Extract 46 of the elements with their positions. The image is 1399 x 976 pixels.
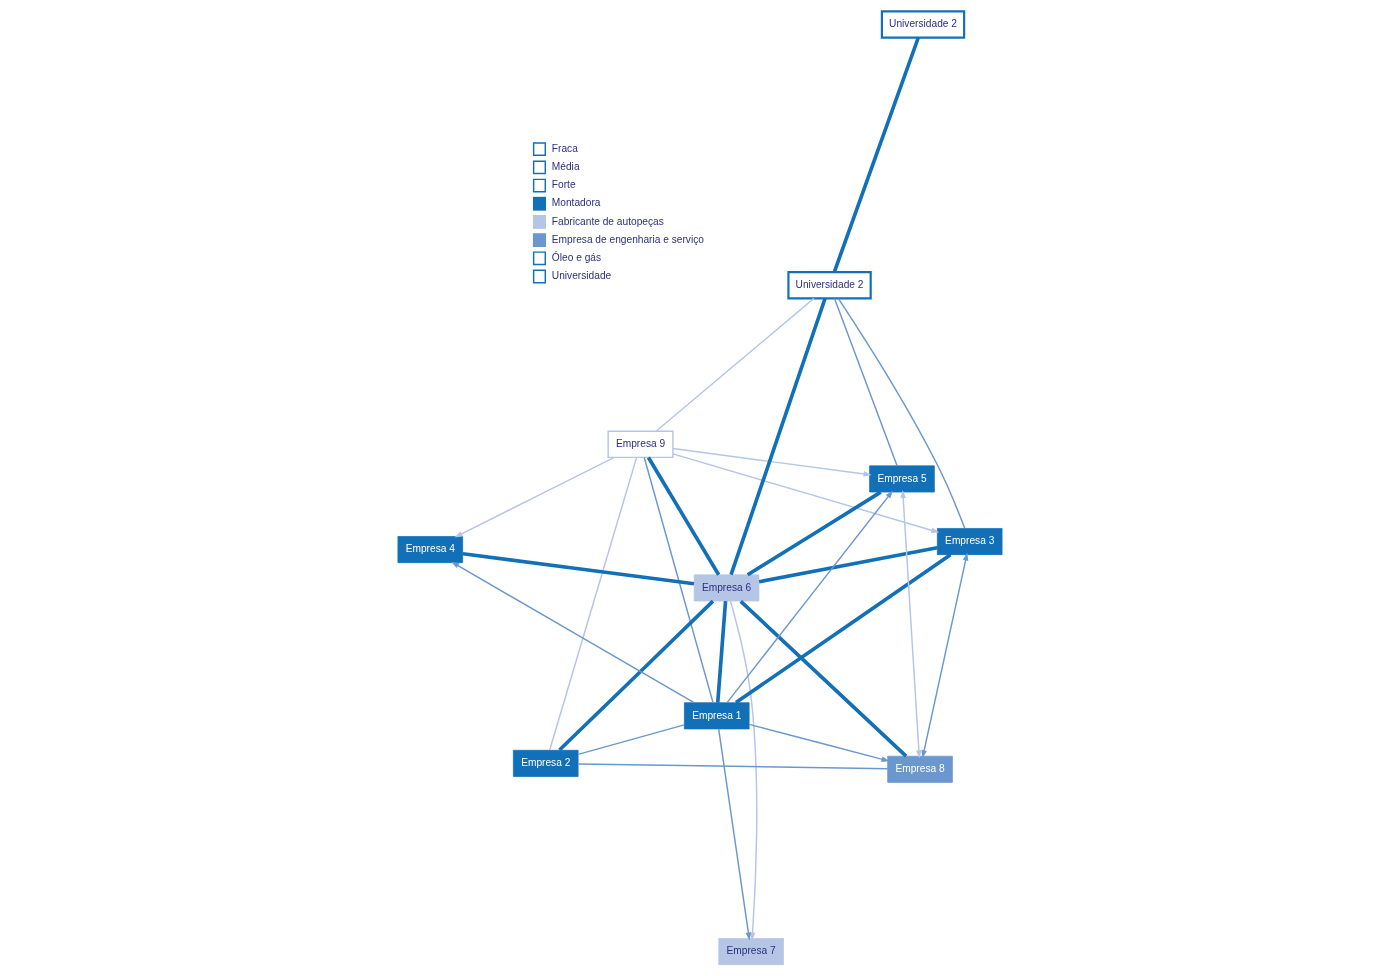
node-box: Universidade 2 [880, 10, 965, 39]
connector [646, 456, 720, 576]
node-box: Empresa 7 [717, 938, 784, 965]
legend-label: Fabricante de autopeças [551, 215, 664, 227]
connector [576, 724, 685, 756]
connector [643, 456, 714, 704]
connector [728, 297, 827, 576]
connector [548, 456, 637, 751]
node-box: Empresa 8 [886, 755, 953, 783]
arrow [671, 447, 872, 477]
node-box: Empresa 4 [397, 536, 463, 564]
node-box: Universidade 2 [786, 271, 872, 300]
connector [577, 763, 888, 770]
arrow [671, 453, 939, 533]
connector [739, 599, 907, 758]
connector [715, 601, 727, 703]
legend-label: Empresa de engenharia e serviço [551, 233, 704, 245]
node-box: Empresa 9 [606, 430, 674, 459]
arrow [726, 490, 893, 704]
connector [833, 297, 898, 467]
connector [837, 297, 965, 530]
connector [557, 599, 714, 752]
legend-label: Média [551, 161, 580, 173]
legend-label: Montadora [551, 197, 600, 209]
connector [734, 553, 952, 705]
connector [655, 297, 815, 432]
legend-label: Universidade [551, 270, 611, 282]
node-box: Empresa 2 [512, 749, 578, 777]
arrow [747, 723, 890, 762]
arrow [899, 490, 922, 759]
legend-label: Óleo e gás [551, 252, 601, 264]
arrow [729, 600, 757, 941]
connector [746, 490, 882, 577]
node-box: Empresa 6 [693, 574, 759, 602]
legend-label: Forte [551, 179, 576, 191]
node-box: Empresa 1 [683, 702, 749, 730]
legend-label: Fraca [551, 142, 578, 154]
arrow [920, 552, 968, 759]
arrow [454, 456, 615, 538]
connector [832, 37, 920, 273]
arrow [450, 561, 695, 704]
arrow [717, 728, 751, 941]
connector [462, 552, 694, 586]
node-box: Empresa 3 [936, 528, 1002, 555]
connector [758, 545, 937, 584]
node-box: Empresa 5 [868, 465, 935, 493]
